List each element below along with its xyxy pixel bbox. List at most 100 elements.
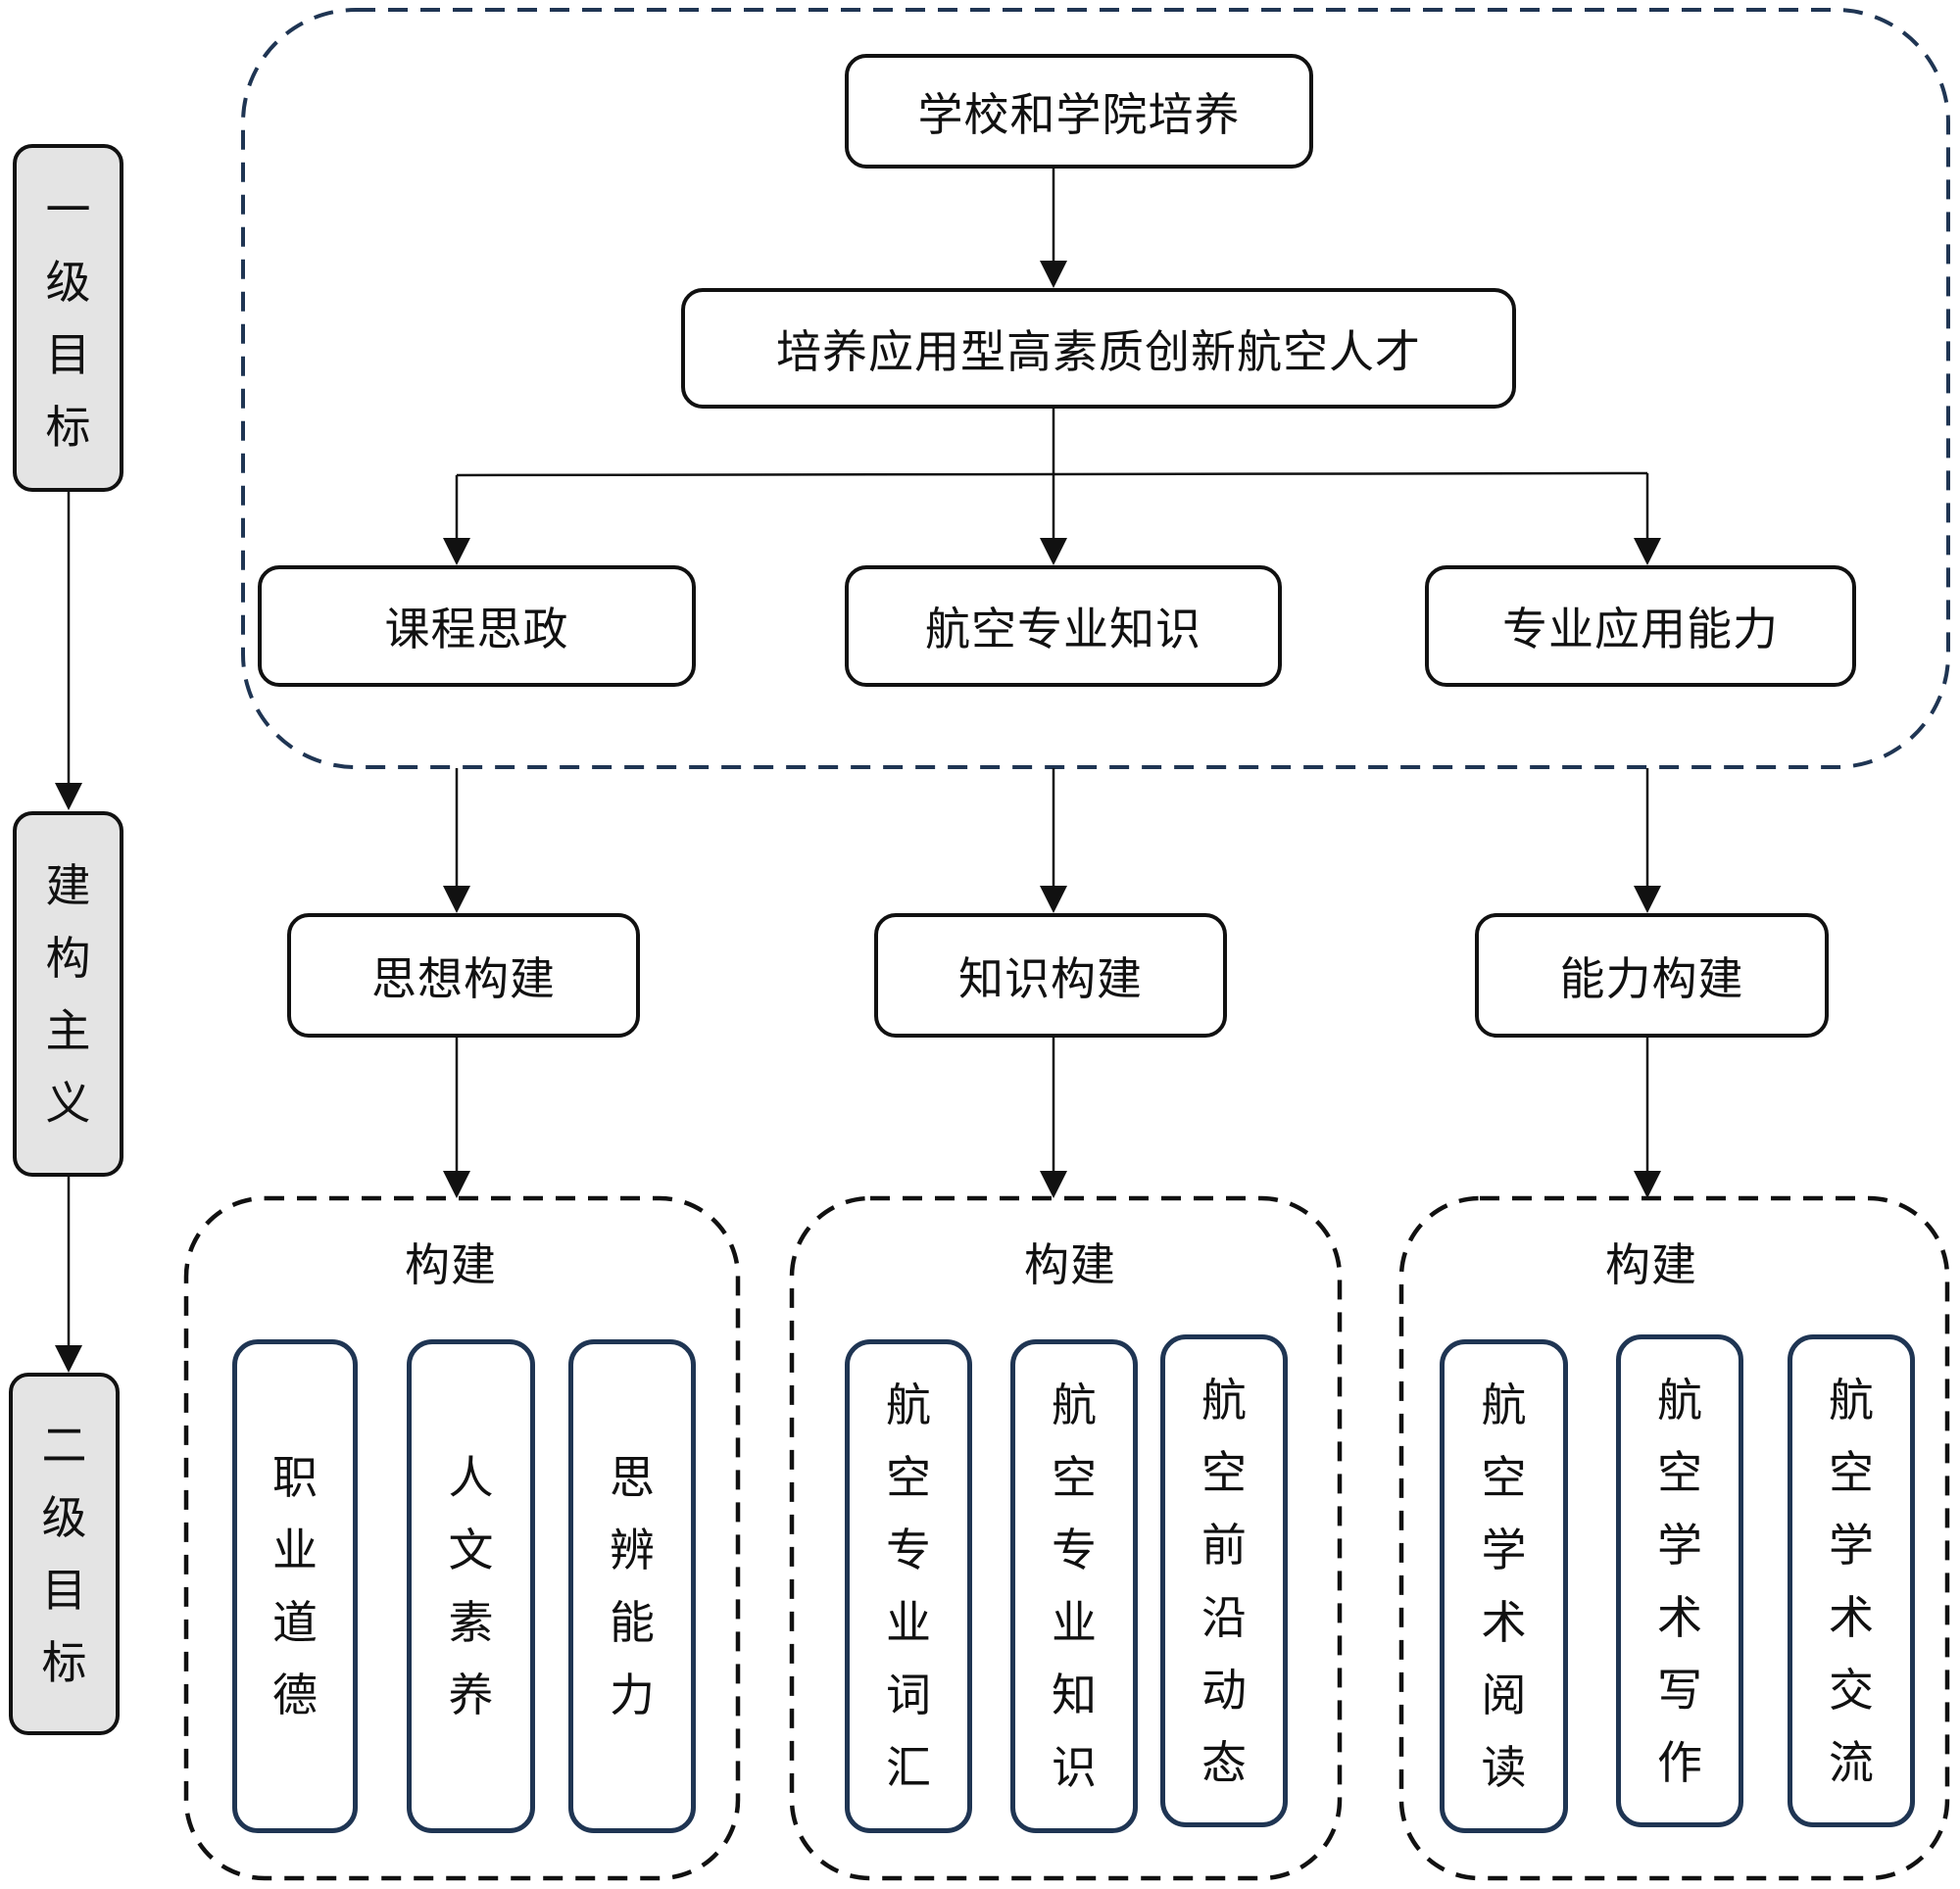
vertical-label-char: 学 xyxy=(1829,1518,1874,1572)
node-school-college-training: 学校和学院培养 xyxy=(845,54,1313,169)
item-aviation-frontier: 航空前沿动态 xyxy=(1160,1334,1288,1827)
group-dashed-container-2 xyxy=(789,1195,1343,1881)
side-label-level2-goal: 二级目标 xyxy=(9,1373,120,1735)
node-label: 专业应用能力 xyxy=(1502,603,1779,655)
vertical-label-char: 识 xyxy=(1052,1741,1097,1794)
vertical-label-char: 术 xyxy=(1481,1596,1527,1649)
arrowhead-icon xyxy=(1634,886,1661,913)
vertical-label-char: 阅 xyxy=(1481,1669,1527,1721)
group-dashed-container-3 xyxy=(1398,1195,1950,1881)
node-course-ideology: 课程思政 xyxy=(258,565,696,687)
arrowhead-icon xyxy=(1040,538,1067,565)
vertical-label-char: 学 xyxy=(1481,1524,1527,1576)
group-title-1: 构建 xyxy=(405,1238,497,1291)
vertical-label-char: 构 xyxy=(45,931,91,985)
arrowhead-icon xyxy=(1634,538,1661,565)
vertical-label-char: 动 xyxy=(1201,1663,1247,1717)
vertical-label-char: 业 xyxy=(272,1524,318,1576)
vertical-label-char: 一 xyxy=(45,182,91,236)
vertical-label: 航空专业词汇 xyxy=(886,1369,931,1804)
vertical-label: 航空学术写作 xyxy=(1657,1364,1702,1799)
arrowhead-icon xyxy=(55,1345,82,1373)
vertical-label-char: 目 xyxy=(41,1564,87,1617)
arrowhead-icon xyxy=(443,886,470,913)
vertical-label: 航空专业知识 xyxy=(1052,1369,1097,1804)
vertical-label: 一级目标 xyxy=(46,173,91,463)
vertical-label-char: 主 xyxy=(45,1003,91,1057)
vertical-label-char: 思 xyxy=(610,1451,655,1504)
vertical-label-char: 力 xyxy=(610,1669,655,1721)
vertical-label-char: 学 xyxy=(1657,1518,1702,1572)
vertical-label: 职业道德 xyxy=(272,1441,318,1731)
vertical-label-char: 空 xyxy=(1201,1445,1247,1499)
vertical-label-char: 交 xyxy=(1829,1663,1874,1717)
vertical-label-char: 读 xyxy=(1481,1741,1527,1794)
node-knowledge-construction: 知识构建 xyxy=(874,913,1227,1038)
node-aviation-knowledge: 航空专业知识 xyxy=(845,565,1282,687)
vertical-label-char: 文 xyxy=(448,1524,494,1576)
vertical-label-char: 词 xyxy=(886,1669,931,1721)
vertical-label-char: 空 xyxy=(1657,1445,1702,1499)
vertical-label-char: 德 xyxy=(272,1669,318,1721)
vertical-label-char: 空 xyxy=(886,1451,931,1504)
vertical-label-char: 航 xyxy=(1481,1379,1527,1431)
vertical-label: 航空学术交流 xyxy=(1829,1364,1874,1799)
connector-branch-bar xyxy=(456,471,1648,477)
vertical-label-char: 标 xyxy=(41,1636,87,1689)
item-academic-communication: 航空学术交流 xyxy=(1788,1334,1915,1827)
vertical-label-char: 业 xyxy=(886,1596,931,1649)
vertical-label-char: 养 xyxy=(448,1669,494,1721)
node-label: 航空专业知识 xyxy=(925,603,1201,655)
vertical-label-char: 流 xyxy=(1829,1735,1874,1789)
item-critical-thinking: 思辨能力 xyxy=(568,1339,696,1833)
vertical-label-char: 级 xyxy=(45,255,91,309)
vertical-label-char: 术 xyxy=(1829,1590,1874,1644)
vertical-label-char: 航 xyxy=(1657,1373,1702,1427)
arrowhead-icon xyxy=(1040,886,1067,913)
item-academic-reading: 航空学术阅读 xyxy=(1440,1339,1568,1833)
arrowhead-icon xyxy=(55,783,82,810)
item-aviation-vocabulary: 航空专业词汇 xyxy=(845,1339,972,1833)
vertical-label-char: 空 xyxy=(1052,1451,1097,1504)
vertical-label-char: 职 xyxy=(272,1451,318,1504)
node-label: 知识构建 xyxy=(958,951,1143,1005)
node-label: 学校和学院培养 xyxy=(917,87,1241,141)
vertical-label-char: 素 xyxy=(448,1596,494,1649)
item-humanistic-literacy: 人文素养 xyxy=(407,1339,535,1833)
vertical-label-char: 态 xyxy=(1201,1735,1247,1789)
node-label: 能力构建 xyxy=(1559,951,1744,1005)
item-academic-writing: 航空学术写作 xyxy=(1616,1334,1743,1827)
top-dashed-container xyxy=(241,8,1950,769)
arrowhead-icon xyxy=(1634,1171,1661,1198)
vertical-label-char: 航 xyxy=(1201,1373,1247,1427)
vertical-label-char: 建 xyxy=(45,858,91,912)
vertical-label-char: 义 xyxy=(45,1076,91,1130)
node-label: 课程思政 xyxy=(384,603,569,655)
item-aviation-knowledge: 航空专业知识 xyxy=(1010,1339,1138,1833)
node-ability-construction: 能力构建 xyxy=(1475,913,1829,1038)
vertical-label-char: 级 xyxy=(41,1491,87,1544)
group-dashed-container-1 xyxy=(183,1195,741,1881)
side-label-constructivism: 建构主义 xyxy=(13,811,123,1177)
node-thought-construction: 思想构建 xyxy=(287,913,640,1038)
vertical-label-char: 道 xyxy=(272,1596,318,1649)
node-professional-ability: 专业应用能力 xyxy=(1425,565,1856,687)
vertical-label-char: 专 xyxy=(1052,1524,1097,1576)
arrowhead-icon xyxy=(1040,1171,1067,1198)
group-title-3: 构建 xyxy=(1605,1238,1697,1291)
vertical-label-char: 二 xyxy=(41,1419,87,1472)
vertical-label-char: 能 xyxy=(610,1596,655,1649)
vertical-label: 建构主义 xyxy=(46,849,91,1139)
vertical-label-char: 标 xyxy=(45,400,91,454)
node-label: 思想构建 xyxy=(371,951,556,1005)
item-professional-ethics: 职业道德 xyxy=(232,1339,358,1833)
node-cultivate-aviation-talent: 培养应用型高素质创新航空人才 xyxy=(681,288,1516,409)
vertical-label-char: 前 xyxy=(1201,1518,1247,1572)
side-label-level1-goal: 一级目标 xyxy=(13,144,123,492)
vertical-label-char: 目 xyxy=(45,327,91,381)
group-title-2: 构建 xyxy=(1024,1238,1116,1291)
vertical-label-char: 人 xyxy=(448,1451,494,1504)
vertical-label-char: 业 xyxy=(1052,1596,1097,1649)
